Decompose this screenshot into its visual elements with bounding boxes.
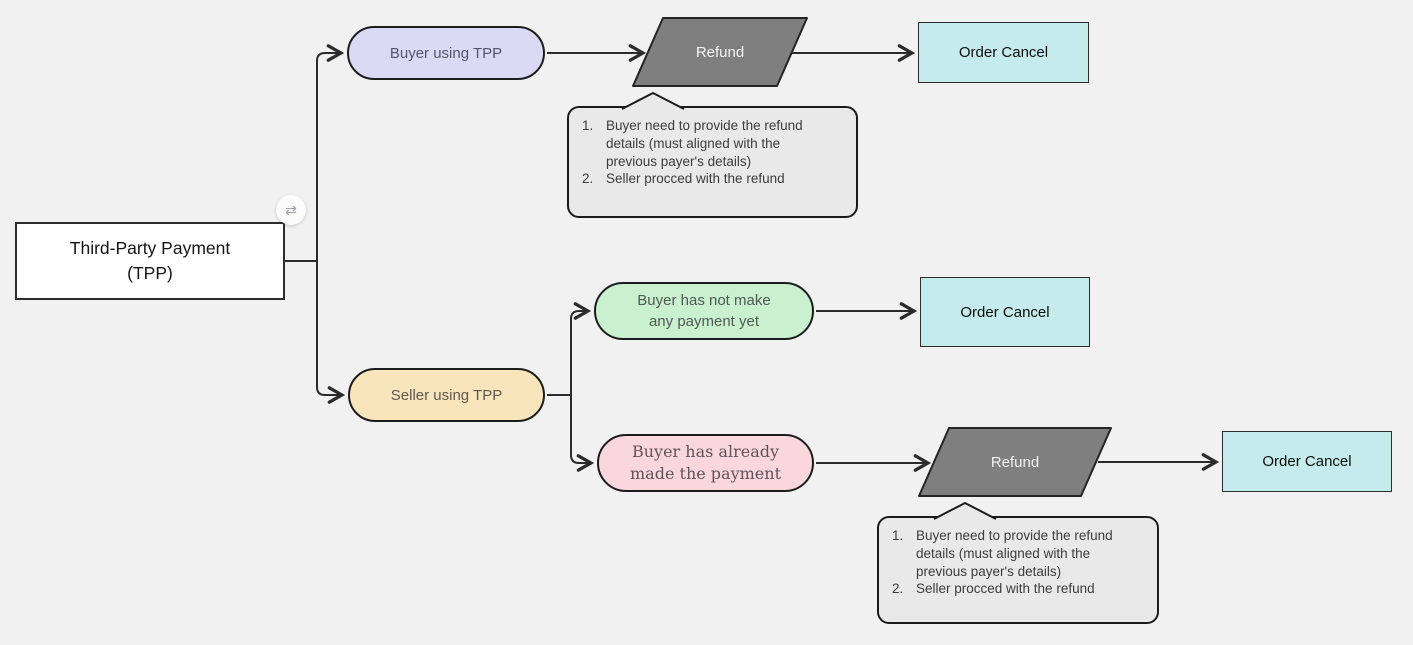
node-label: Order Cancel bbox=[958, 44, 1049, 61]
edge-root-to-buyer bbox=[316, 44, 345, 261]
node-label: Seller using TPP bbox=[390, 386, 503, 404]
note-step: 2. Seller procced with the refund bbox=[892, 581, 1095, 597]
swap-icon[interactable]: ⇄ bbox=[276, 195, 306, 225]
node-third-party-payment[interactable]: Third-Party Payment (TPP) bbox=[15, 222, 285, 300]
refund-note-callout-bottom[interactable]: 1. Buyer need to provide the refund deta… bbox=[877, 502, 1159, 624]
node-refund-bottom[interactable]: Refund bbox=[918, 427, 1112, 497]
node-label: Buyer using TPP bbox=[389, 44, 503, 62]
edge-seller-to-nopayment bbox=[570, 302, 592, 395]
note-step: 2. Seller procced with the refund bbox=[582, 171, 785, 187]
note-notch bbox=[933, 502, 997, 520]
node-seller-using-tpp[interactable]: Seller using TPP bbox=[348, 368, 545, 422]
node-order-cancel-bottom[interactable]: Order Cancel bbox=[1222, 431, 1392, 492]
edge-seller-to-paid bbox=[570, 395, 595, 472]
refund-note-callout-top[interactable]: 1. Buyer need to provide the refund deta… bbox=[567, 92, 858, 218]
note-step: 1. Buyer need to provide the refund deta… bbox=[582, 118, 803, 169]
node-label: Buyer has already made the payment bbox=[630, 441, 781, 483]
node-buyer-no-payment[interactable]: Buyer has not make any payment yet bbox=[594, 282, 814, 340]
edge-root-to-seller bbox=[316, 261, 346, 404]
node-label: Order Cancel bbox=[1262, 453, 1352, 470]
node-label: Refund bbox=[695, 43, 745, 61]
note-step: 1. Buyer need to provide the refund deta… bbox=[892, 528, 1113, 579]
parallelogram-shape bbox=[632, 17, 808, 87]
root-label: Third-Party Payment (TPP) bbox=[69, 238, 231, 283]
node-buyer-already-paid[interactable]: Buyer has already made the payment bbox=[597, 434, 814, 492]
node-buyer-using-tpp[interactable]: Buyer using TPP bbox=[347, 26, 545, 80]
node-refund-top[interactable]: Refund bbox=[632, 17, 808, 87]
node-label: Refund bbox=[990, 453, 1040, 471]
node-label: Order Cancel bbox=[960, 303, 1050, 321]
node-label: Buyer has not make any payment yet bbox=[637, 292, 771, 330]
node-order-cancel-top[interactable]: Order Cancel bbox=[918, 22, 1089, 83]
note-notch bbox=[621, 92, 685, 110]
node-order-cancel-mid[interactable]: Order Cancel bbox=[920, 277, 1090, 347]
parallelogram-shape bbox=[918, 427, 1112, 497]
